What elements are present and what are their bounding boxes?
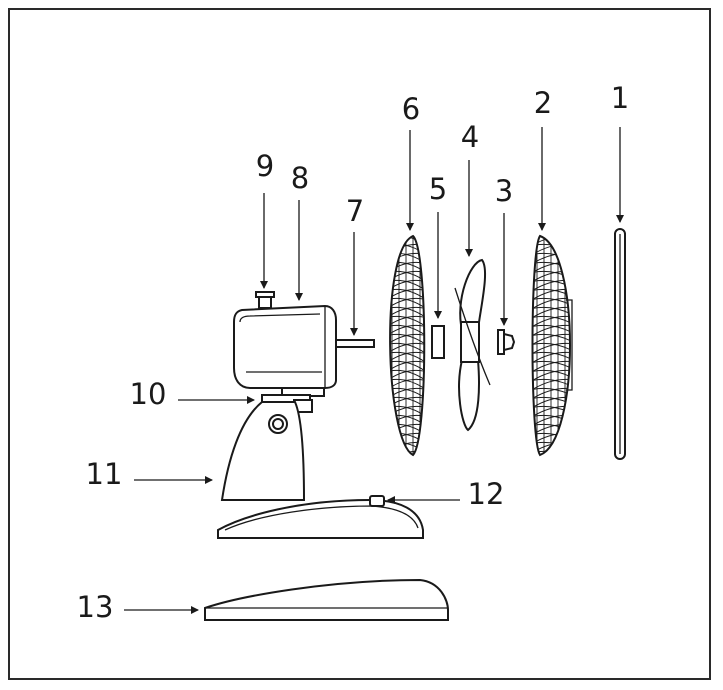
leader-arrows xyxy=(124,127,624,614)
part-1-grill-ring xyxy=(614,228,626,460)
label-9: 9 xyxy=(256,149,274,183)
label-2: 2 xyxy=(534,86,552,120)
label-11: 11 xyxy=(86,457,123,491)
label-5: 5 xyxy=(429,172,447,206)
label-8: 8 xyxy=(291,161,309,195)
part-4-fan-blade xyxy=(454,258,491,432)
label-6: 6 xyxy=(402,92,420,126)
part-2-rear-grill xyxy=(531,234,573,457)
part-8-motor-housing xyxy=(233,304,337,389)
label-7: 7 xyxy=(346,194,364,228)
part-9-oscillation-knob xyxy=(255,291,275,309)
label-13: 13 xyxy=(77,590,114,624)
diagram-frame xyxy=(8,8,711,680)
part-3-spinner-nut xyxy=(497,329,516,355)
label-4: 4 xyxy=(461,120,479,154)
label-10: 10 xyxy=(130,377,167,411)
label-3: 3 xyxy=(495,174,513,208)
label-12: 12 xyxy=(468,477,505,511)
part-12-base-cover xyxy=(217,495,424,539)
part-number-labels: 1 2 3 4 5 6 7 8 9 10 11 12 13 xyxy=(77,81,630,624)
part-13-base-plate xyxy=(204,578,449,621)
label-1: 1 xyxy=(611,81,629,115)
part-11-stand xyxy=(220,401,306,501)
part-6-front-grill xyxy=(389,234,426,457)
part-7-motor-shaft xyxy=(335,339,375,348)
part-5-spacer xyxy=(431,325,445,359)
